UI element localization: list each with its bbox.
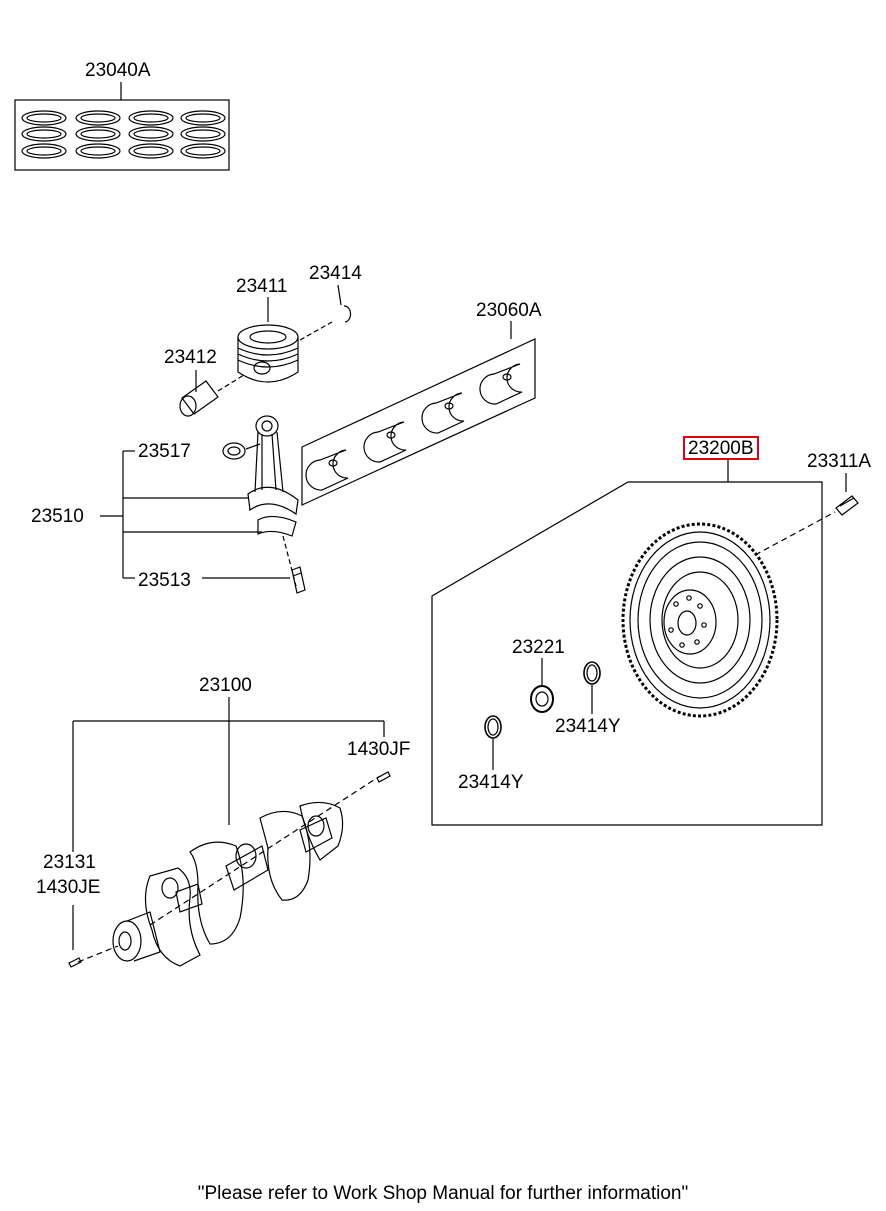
- piston-pin: [179, 370, 245, 417]
- dowel-pin-front: [68, 957, 82, 968]
- label-23131[interactable]: 23131: [43, 852, 96, 873]
- rod-bolt: [291, 566, 306, 594]
- label-23200B-highlighted[interactable]: 23200B: [683, 436, 759, 460]
- dowel-pin-rear: [376, 771, 391, 783]
- crankshaft: [77, 775, 381, 967]
- label-23513[interactable]: 23513: [138, 570, 191, 591]
- rod-bracket: [100, 450, 290, 579]
- spacer-ring-a: [583, 661, 601, 714]
- flywheel-bolt: [835, 473, 859, 516]
- spacer-ring-b: [484, 715, 502, 770]
- label-23060A[interactable]: 23060A: [476, 300, 542, 321]
- flywheel-group: [431, 460, 836, 826]
- ring-stack-2: [75, 110, 121, 159]
- label-23311A[interactable]: 23311A: [807, 451, 872, 472]
- snap-ring: [337, 284, 352, 323]
- flywheel: [621, 522, 779, 718]
- label-23414[interactable]: 23414: [309, 263, 362, 284]
- connecting-rod: [247, 415, 299, 587]
- piston: [237, 297, 333, 383]
- label-23414Y-right[interactable]: 23414Y: [555, 716, 621, 737]
- footer-note: "Please refer to Work Shop Manual for fu…: [197, 1183, 689, 1204]
- label-1430JE[interactable]: 1430JE: [36, 877, 101, 898]
- bearing-shell-4: [479, 363, 523, 405]
- bearing-shell-2: [363, 421, 407, 463]
- label-23414Y-left[interactable]: 23414Y: [458, 772, 524, 793]
- label-23411[interactable]: 23411: [236, 276, 288, 297]
- piston-ring-set: [14, 82, 230, 171]
- bearing-shell-1: [305, 449, 349, 491]
- rod-bushing: [222, 442, 261, 460]
- label-23040A[interactable]: 23040A: [85, 60, 151, 81]
- bearing-shell-set: [301, 321, 536, 506]
- label-23517[interactable]: 23517: [138, 441, 191, 462]
- label-23221[interactable]: 23221: [512, 637, 565, 658]
- pilot-bearing: [530, 658, 554, 713]
- label-23412[interactable]: 23412: [164, 347, 217, 368]
- label-1430JF[interactable]: 1430JF: [347, 739, 411, 760]
- bearing-shell-3: [421, 392, 465, 434]
- ring-stack-3: [128, 110, 174, 159]
- ring-stack-1: [21, 110, 67, 159]
- ring-stack-4: [180, 110, 226, 159]
- label-23510[interactable]: 23510: [31, 506, 84, 527]
- crankshaft-bracket: [72, 697, 385, 950]
- label-23100[interactable]: 23100: [199, 675, 252, 696]
